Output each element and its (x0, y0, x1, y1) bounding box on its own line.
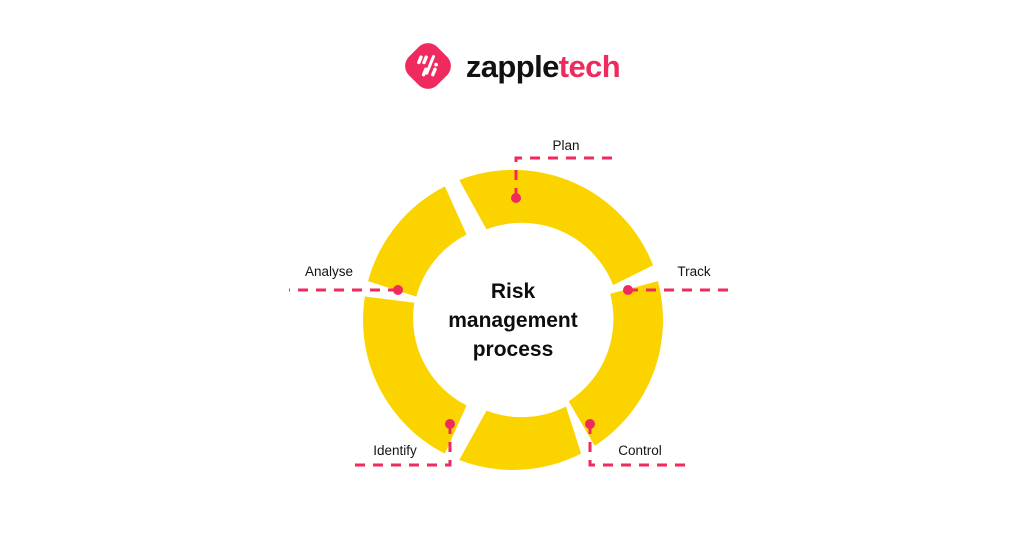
callout-plan-line (514, 156, 617, 198)
brand-logo: zappletech (0, 42, 1024, 90)
segment-control[interactable] (459, 406, 582, 470)
center-title-line-1: Risk (491, 280, 536, 303)
callout-track-dot (623, 285, 633, 295)
segment-plan[interactable] (459, 169, 654, 286)
callout-control[interactable]: Control (585, 419, 690, 467)
center-title-line-2: management (448, 309, 578, 332)
brand-name-secondary: tech (558, 48, 621, 84)
callout-control-dot (585, 419, 595, 429)
percent-diamond-logo-icon (404, 43, 451, 89)
segment-track[interactable] (568, 281, 664, 446)
callout-control-line (588, 424, 690, 467)
brand-name-primary: zapple (465, 48, 559, 84)
callout-analyse-label: Analyse (305, 264, 353, 279)
callout-track[interactable]: Track (623, 264, 735, 295)
callout-track-label: Track (677, 264, 710, 279)
center-title-line-3: process (473, 338, 554, 361)
segment-identify[interactable] (363, 296, 467, 454)
callout-analyse-dot (393, 285, 403, 295)
callout-identify-label: Identify (373, 443, 417, 458)
callout-identify-line (352, 424, 452, 467)
callout-analyse[interactable]: Analyse (289, 264, 403, 295)
callout-identify-dot (445, 419, 455, 429)
callout-plan[interactable]: Plan (511, 138, 617, 203)
brand-wordmark: zappletech (465, 48, 621, 84)
callout-identify[interactable]: Identify (352, 419, 455, 467)
callout-plan-dot (511, 193, 521, 203)
segment-analyse[interactable] (368, 186, 467, 297)
callout-plan-label: Plan (552, 138, 579, 153)
callout-control-label: Control (618, 443, 662, 458)
